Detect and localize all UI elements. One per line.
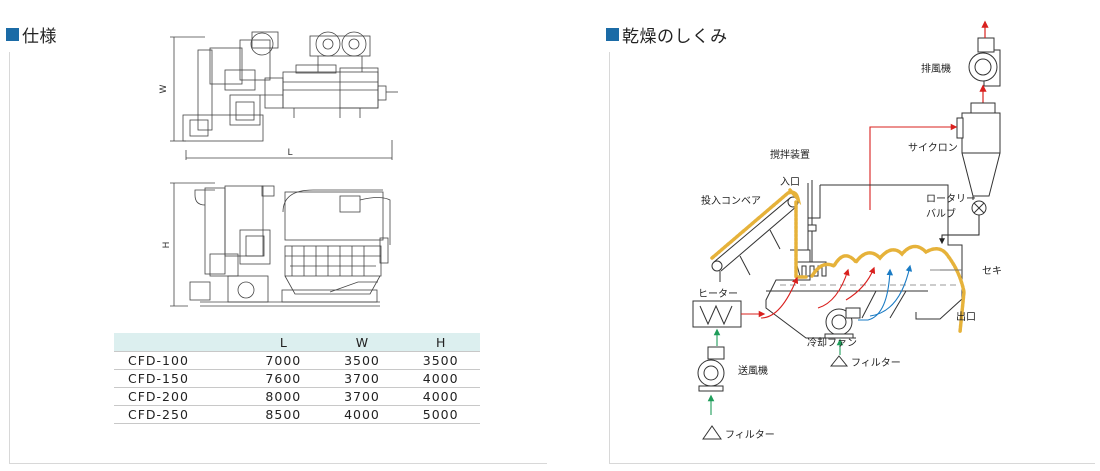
cyclone-icon [956,102,1001,197]
l-cell: 7600 [244,369,323,388]
rotary-valve-icon [971,200,987,216]
top-view-drawing [170,31,398,160]
mechanism-title-text: 乾燥のしくみ [622,27,728,47]
w-cell: 3700 [322,369,402,388]
blower-icon [697,346,725,392]
recycle-arrow [939,215,980,245]
spec-panel-left-border [9,52,10,464]
l-cell: 8000 [244,387,323,406]
table-row: CFD-250 8500 4000 5000 [114,405,480,424]
hot-air-arrows [760,266,876,319]
title-square-icon [606,28,619,41]
top-view-l-label: L [287,148,292,158]
l-cell: 7000 [244,351,323,370]
exhaust-fan-label: 排風機 [921,62,951,75]
spec-table-header-row: L W H [114,333,480,352]
weir-label: セキ [982,265,1002,277]
rotary-valve-label-1: ロータリー [926,193,976,205]
heater-label: ヒーター [698,288,738,300]
title-square-icon [6,28,19,41]
rotary-valve-label-2: バルブ [926,207,956,220]
table-row: CFD-150 7600 3700 4000 [114,369,480,388]
spec-drawings: W L H [159,31,398,307]
cooling-filter-icon [829,355,849,367]
blower-filter-icon [702,425,722,440]
heater-icon [692,300,742,328]
blower-filter-label: フィルター [725,429,775,441]
cyclone-label: サイクロン [908,142,958,154]
cooling-fan-icon [824,307,861,339]
spec-table: L W H CFD-100 7000 3500 3500 CFD-150 760… [114,333,480,424]
agitator-icon [795,180,827,277]
h-cell: 4000 [401,387,480,406]
dryer-to-cyclone-arrow [869,123,958,210]
input-conveyor-label: 投入コンベア [701,194,761,207]
spec-table-header [114,333,244,352]
w-cell: 4000 [322,405,402,424]
l-cell: 8500 [244,405,323,424]
inlet-label: 入口 [780,177,800,188]
spec-table-header-w: W [322,333,402,352]
mechanism-section-title: 乾燥のしくみ [606,22,728,47]
blower-label: 送風機 [738,364,768,377]
spec-title-text: 仕様 [22,27,57,47]
model-cell: CFD-250 [114,405,244,424]
spec-table-header-h: H [401,333,480,352]
input-conveyor-icon [711,196,799,282]
w-cell: 3700 [322,387,402,406]
side-view-h-label: H [162,242,172,249]
h-cell: 3500 [401,351,480,370]
top-view-w-label: W [159,84,169,93]
agitator-label: 撹拌装置 [770,148,810,161]
cooling-fan-label: 冷却ファン [807,336,857,349]
spec-section-title: 仕様 [6,22,57,47]
mechanism-panel-left-border [609,52,610,464]
cooling-filter-label: フィルター [851,357,901,369]
h-cell: 4000 [401,369,480,388]
side-view-drawing [170,182,391,307]
exhaust-fan-icon [968,37,1001,87]
spec-table-header-l: L [244,333,323,352]
drying-mechanism-diagram: 排風機 サイクロン 撹拌装置 入口 投入コンベア ロータリー バルブ セキ ヒー… [692,20,1002,441]
table-row: CFD-100 7000 3500 3500 [114,351,480,370]
model-cell: CFD-100 [114,351,244,370]
table-row: CFD-200 8000 3700 4000 [114,387,480,406]
w-cell: 3500 [322,351,402,370]
outlet-label: 出口 [956,310,976,323]
model-cell: CFD-200 [114,387,244,406]
mechanism-panel-bottom-border [609,463,1095,464]
h-cell: 5000 [401,405,480,424]
cooling-air-arrows [858,264,913,321]
model-cell: CFD-150 [114,369,244,388]
spec-panel-bottom-border [9,463,547,464]
